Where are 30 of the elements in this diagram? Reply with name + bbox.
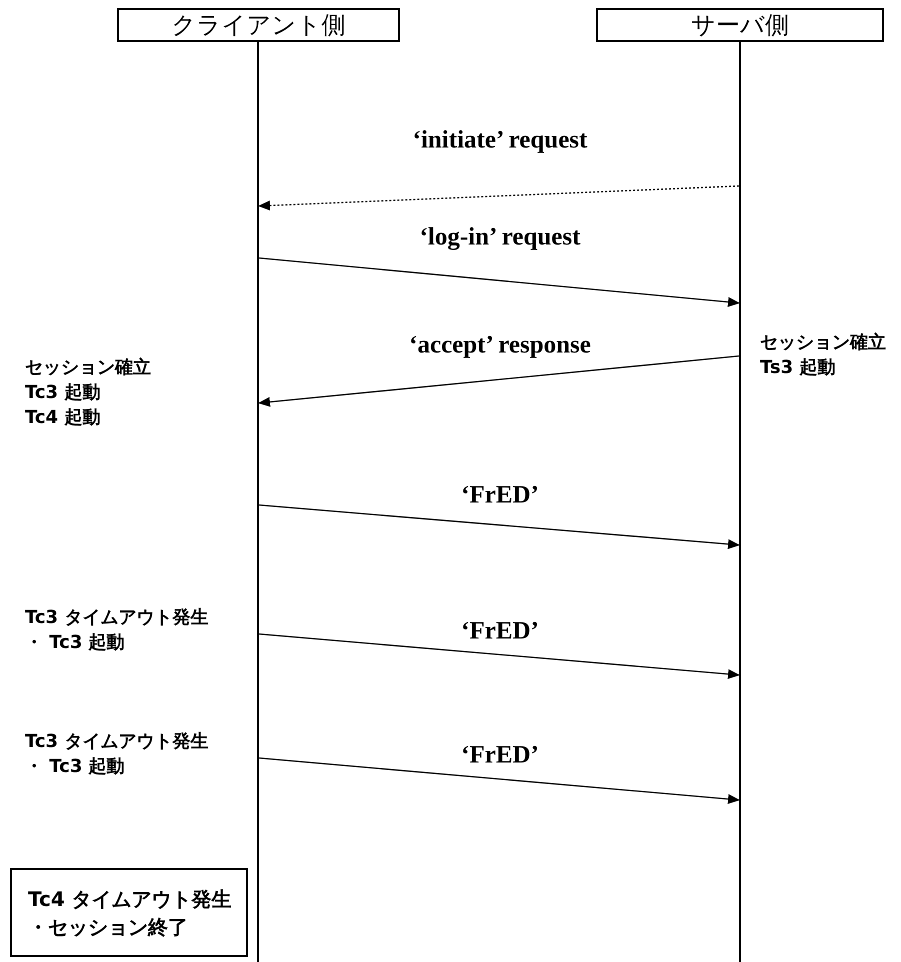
annotation-text: Tc3 タイムアウト発生 xyxy=(25,609,208,627)
dotted-arrow xyxy=(258,185,740,211)
annotation-text: Tc3 タイムアウト発生 xyxy=(25,733,208,751)
message-label: ‘accept’ response xyxy=(409,332,591,358)
message-arrow xyxy=(258,257,740,307)
message-label: ‘FrED’ xyxy=(461,482,539,508)
message-arrow xyxy=(258,633,740,680)
message-label: ‘FrED’ xyxy=(461,618,539,644)
note-text: ・セッション終了 xyxy=(28,914,189,940)
annotation-text: Ts3 起動 xyxy=(760,359,836,377)
annotation-text: セッション確立 xyxy=(25,359,151,377)
message-arrow xyxy=(258,504,740,550)
participant-name: クライアント側 xyxy=(172,13,346,37)
message-label: ‘log-in’ request xyxy=(420,224,580,250)
lifeline xyxy=(257,42,259,962)
annotation-text: セッション確立 xyxy=(760,334,886,352)
annotation-text: ・ Tc3 起動 xyxy=(25,758,125,776)
lifeline xyxy=(739,42,741,962)
annotation-text: ・ Tc3 起動 xyxy=(25,634,125,652)
message-label: ‘FrED’ xyxy=(461,742,539,768)
participant-box xyxy=(596,8,884,42)
note-text: Tc4 タイムアウト発生 xyxy=(28,886,233,912)
message-label: ‘initiate’ request xyxy=(412,128,588,152)
message-arrow xyxy=(258,757,740,804)
participant-name: サーバ側 xyxy=(691,13,789,37)
annotation-text: Tc4 起動 xyxy=(25,409,100,427)
message-arrow xyxy=(258,355,740,407)
annotation-text: Tc3 起動 xyxy=(25,384,100,402)
note-box xyxy=(10,868,248,957)
participant-box xyxy=(117,8,400,42)
